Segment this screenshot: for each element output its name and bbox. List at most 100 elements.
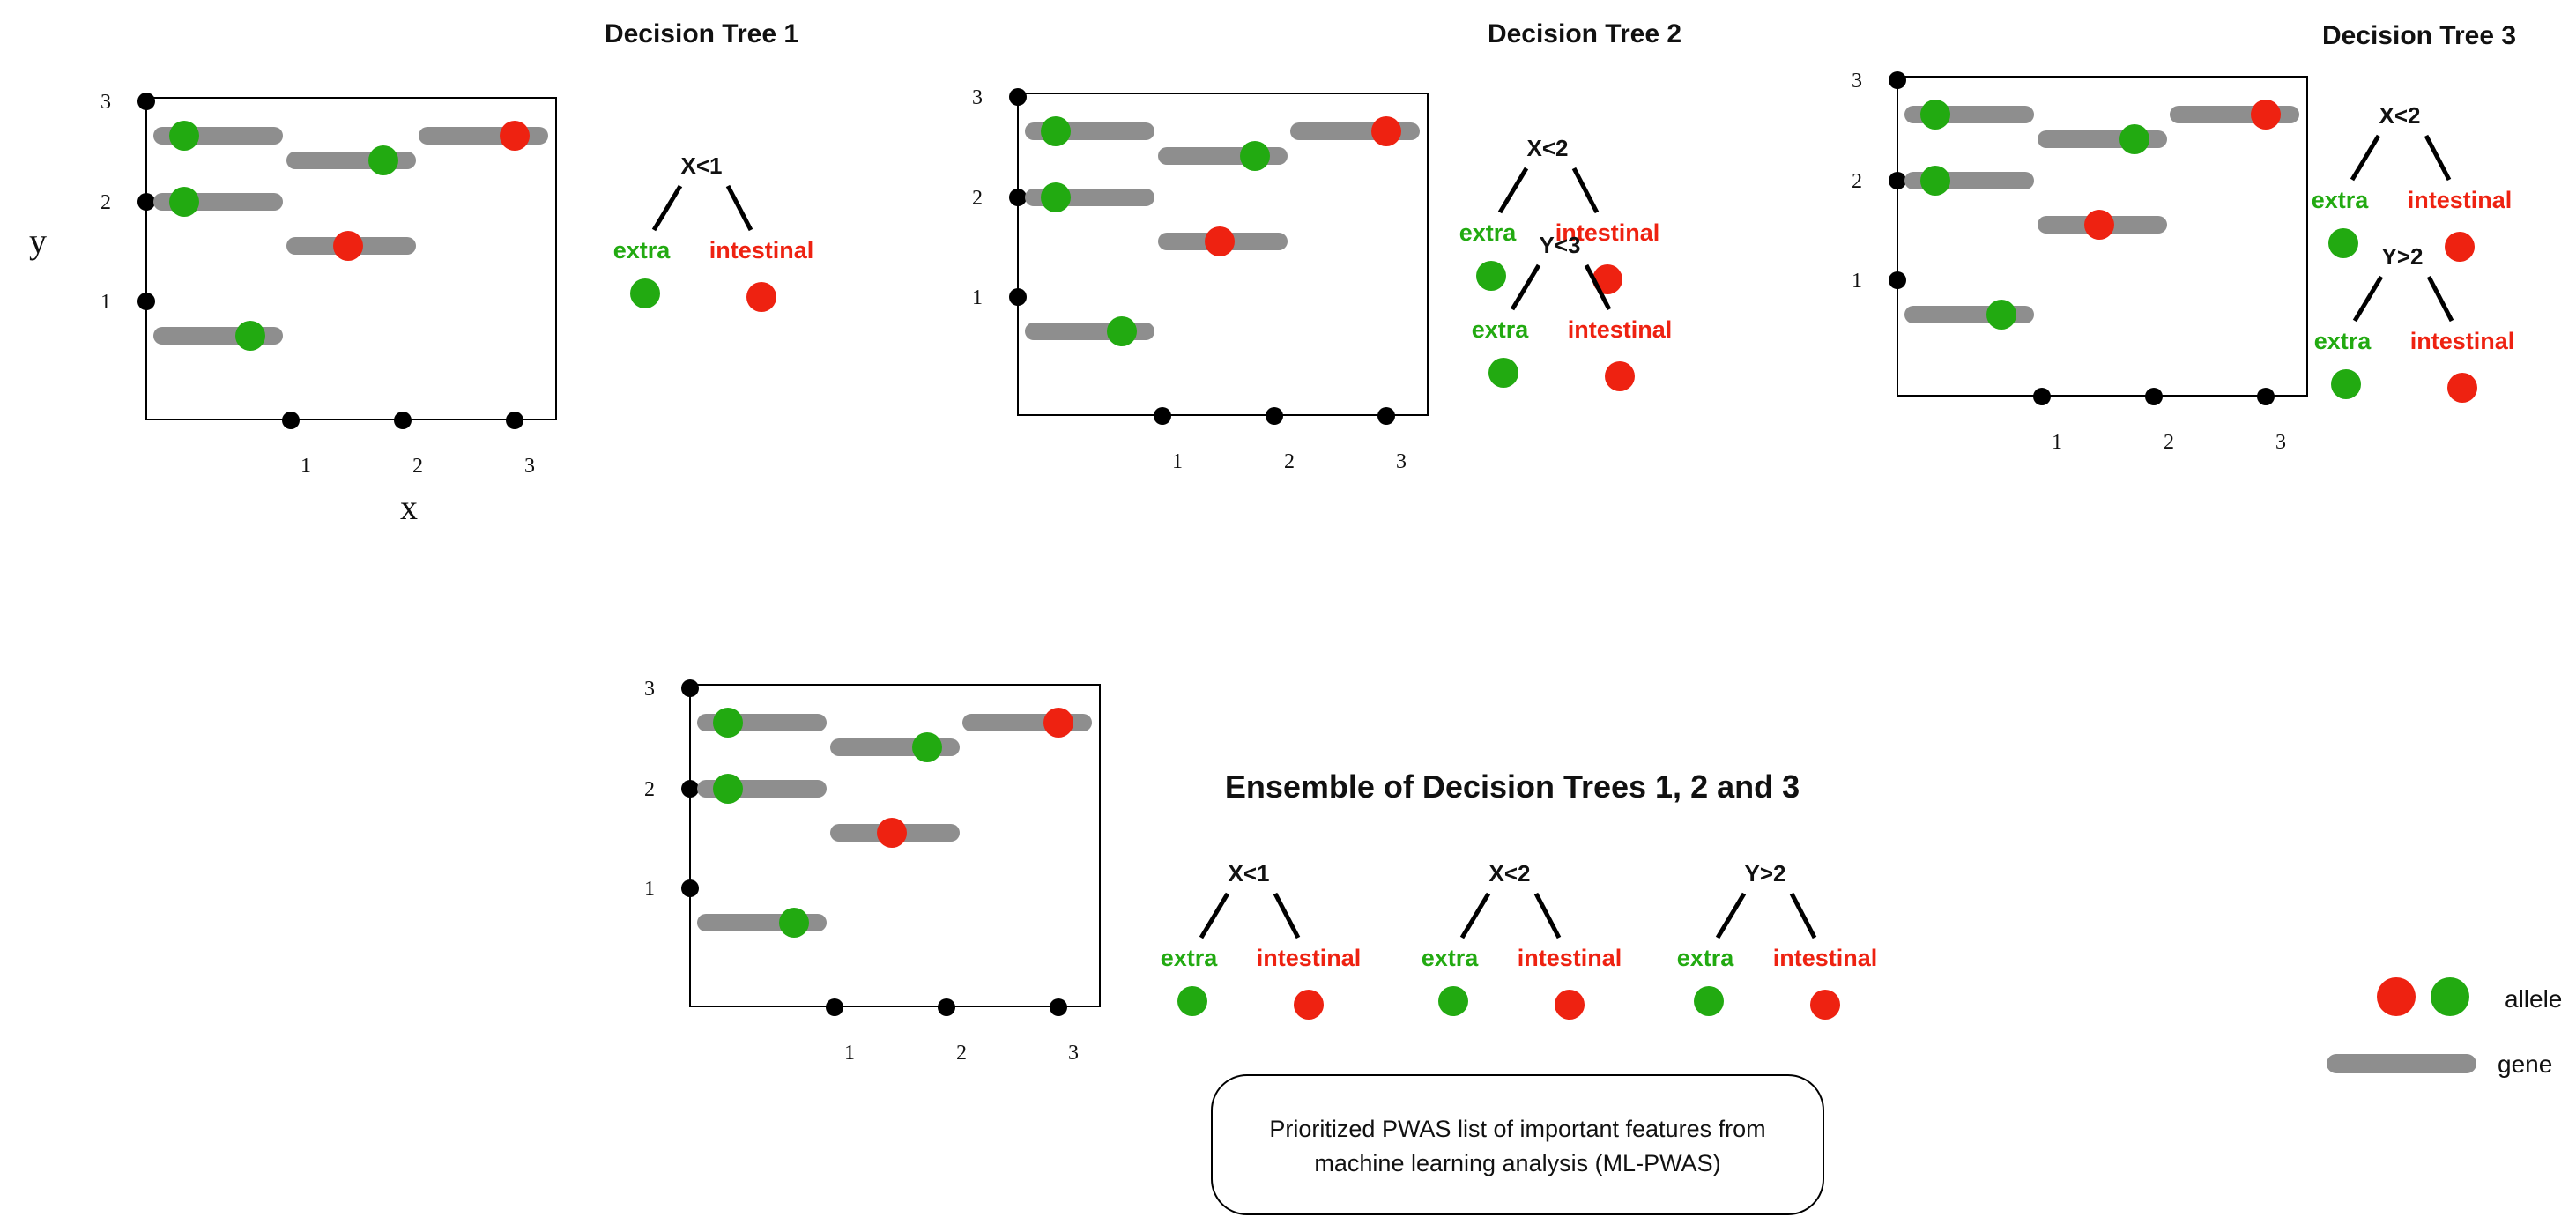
y-tick-label: 1 [644,878,655,901]
x-tick-label: 1 [2052,431,2062,454]
allele-dot-extra [169,121,199,151]
tree-split-label: X<2 [2379,102,2421,129]
y-axis-dot [681,679,699,697]
tree-leaf-left-dot [1438,986,1468,1016]
tree-branch-left [1497,167,1529,214]
tree-branch-left [651,184,683,232]
y-axis-dot [1009,189,1027,206]
tree-leaf-left-dot [1177,986,1207,1016]
x-axis-dot [1266,407,1283,425]
y-tick-label: 1 [972,286,983,309]
x-axis-dot [2033,388,2051,405]
tree-leaf-right-label: intestinal [1555,219,1660,246]
y-axis-dot [1009,288,1027,306]
ensemble-title: Ensemble of Decision Trees 1, 2 and 3 [1225,768,1800,805]
tree-leaf-left-dot [630,278,660,308]
tree-leaf-left-label: extra [1422,945,1480,971]
tree-leaf-right-dot [1555,990,1585,1020]
tree-leaf-left-label: extra [2312,187,2370,213]
y-tick-label: 3 [644,678,655,701]
tree-leaf-left-dot [1694,986,1724,1016]
legend-allele-green-icon [2431,977,2469,1016]
x-axis-dot [826,998,843,1016]
x-tick-label: 1 [844,1042,855,1065]
y-tick-label: 2 [972,187,983,210]
tree-branch-left [2350,134,2381,182]
x-axis-dot [282,412,300,429]
tree-split-label: Y>2 [2382,243,2424,270]
y-tick-label: 3 [100,91,111,114]
allele-dot-extra [1986,300,2016,330]
x-axis-dot [394,412,412,429]
tree-branch-right [2426,275,2454,323]
tree-leaf-right-dot [2447,373,2477,403]
allele-dot-extra [2119,124,2149,154]
allele-dot-extra [169,187,199,217]
y-axis-dot [681,780,699,798]
result-box-frame [1211,1074,1824,1215]
y-axis-dot [137,93,155,110]
result-box-line-2: machine learning analysis (ML-PWAS) [1314,1150,1720,1176]
allele-dot-intestinal [1205,226,1235,256]
tree-leaf-right-label: intestinal [2410,328,2515,354]
y-axis-dot [1889,271,1906,289]
tree-leaf-right-dot [1810,990,1840,1020]
tree-branch-left [1459,892,1491,939]
tree-leaf-left-dot [2328,228,2358,258]
x-axis-dot [1050,998,1067,1016]
y-tick-label: 2 [644,778,655,801]
y-axis-dot [1889,71,1906,89]
y-axis-dot [137,193,155,211]
plot-frame [145,97,557,420]
tree-leaf-right-dot [1294,990,1324,1020]
allele-dot-intestinal [877,818,907,848]
tree-branch-left [1715,892,1747,939]
legend-allele-label: allele [2505,985,2562,1013]
x-axis-dot [938,998,955,1016]
tree-split-label: Y>2 [1745,860,1786,887]
x-tick-label: 3 [524,455,535,478]
allele-dot-intestinal [1043,708,1073,738]
tree-leaf-right-dot [1605,361,1635,391]
tree-leaf-left-dot [1488,358,1518,388]
tree-leaf-right-dot [2445,232,2475,262]
allele-dot-extra [1041,116,1071,146]
tree-branch-right [1789,892,1817,939]
allele-dot-extra [1240,141,1270,171]
tree-branch-right [1533,892,1562,939]
tree-split-label: X<1 [1229,860,1270,887]
legend: allele gene [2327,977,2562,1078]
allele-dot-extra [713,774,743,804]
x-tick-label: 3 [1068,1042,1079,1065]
allele-dot-extra [368,145,398,175]
y-tick-label: 3 [1852,70,1862,93]
x-tick-label: 2 [1284,450,1295,473]
allele-dot-intestinal [2084,210,2114,240]
tree-leaf-left-label: extra [1459,219,1518,246]
tree-branch-right [1571,167,1600,214]
tree-leaf-left-label: extra [1472,316,1530,343]
x-tick-label: 1 [301,455,311,478]
x-axis-dot [1377,407,1395,425]
allele-dot-extra [1107,316,1137,346]
allele-dot-extra [779,908,809,938]
allele-dot-extra [713,708,743,738]
tree-leaf-right-label: intestinal [2408,187,2513,213]
x-tick-label: 2 [412,455,423,478]
x-axis-dot [506,412,523,429]
x-axis-label: x [400,487,418,527]
tree-split-label: X<1 [681,152,723,179]
result-box-line-1: Prioritized PWAS list of important featu… [1269,1116,1765,1142]
y-tick-label: 2 [1852,170,1862,193]
tree-branch-right [1584,263,1612,311]
y-axis-label: y [29,221,47,261]
x-axis-dot [1154,407,1171,425]
